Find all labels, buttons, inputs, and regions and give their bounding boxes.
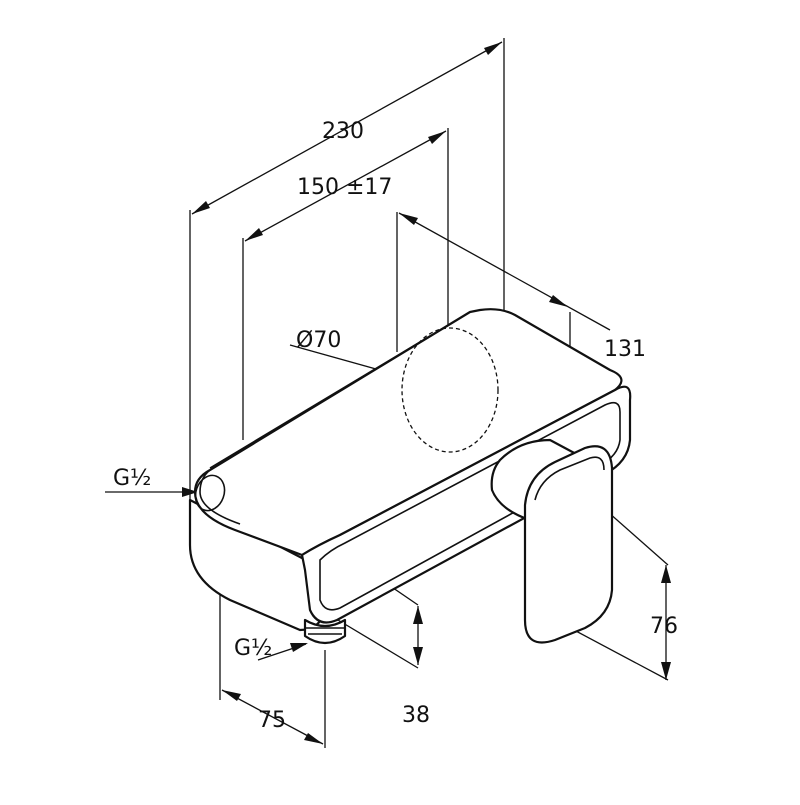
- bottom-outlet: [303, 618, 347, 645]
- label-75: 75: [258, 708, 286, 733]
- label-diameter: Ø70: [296, 328, 341, 353]
- dimension-lines: [105, 41, 671, 745]
- label-thread-left: G½: [113, 466, 151, 491]
- label-131: 131: [604, 337, 646, 362]
- label-230: 230: [322, 119, 364, 144]
- label-thread-bottom: G½: [234, 636, 272, 661]
- dimension-labels: 230 150 ±17 131 Ø70 G½ G½ 75 38 76: [113, 119, 678, 733]
- label-150: 150 ±17: [297, 175, 392, 200]
- lever-handle: [490, 438, 614, 644]
- label-38: 38: [402, 703, 430, 728]
- outlet-circle: [401, 327, 499, 453]
- label-76: 76: [650, 614, 678, 639]
